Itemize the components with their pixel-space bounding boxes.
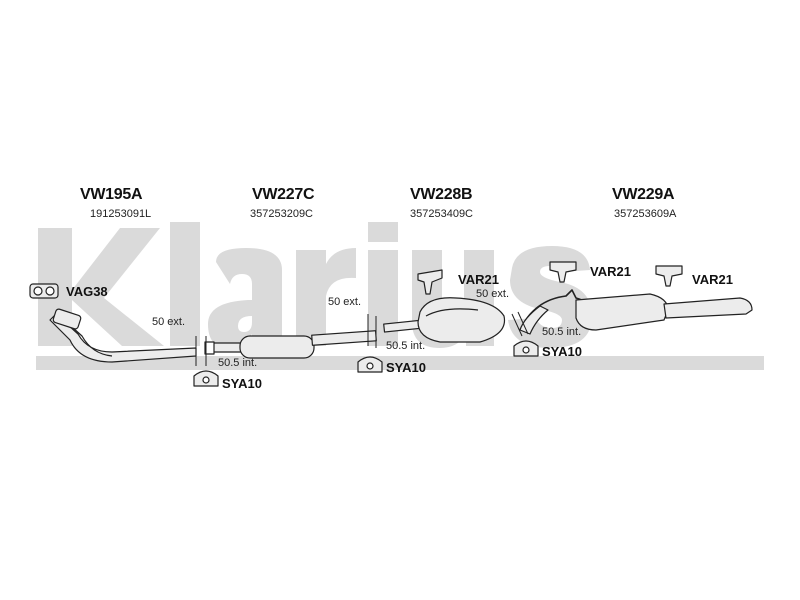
- dimension-int-1: 50.5 int.: [218, 357, 258, 369]
- hanger-var21-1: [417, 269, 443, 295]
- dimension-ext-3: 50 ext.: [476, 288, 510, 300]
- section-code-2: VW227C: [252, 186, 315, 203]
- section-number-2: 357253209C: [250, 208, 314, 220]
- gasket-vag38: [29, 283, 59, 299]
- clamp-sya10-2: [357, 356, 383, 373]
- part-label-var21-2: VAR21: [590, 264, 631, 279]
- dimension-ext-2: 50 ext.: [328, 296, 362, 308]
- section-code-4: VW229A: [612, 186, 675, 203]
- front-pipe: [49, 308, 197, 363]
- clamp-sya10-1: [193, 370, 219, 387]
- section-number-3: 357253409C: [410, 208, 474, 220]
- middle-pipe-1: [204, 330, 377, 359]
- part-label-sya10-3: SYA10: [542, 344, 582, 359]
- dimension-int-3: 50.5 int.: [542, 326, 582, 338]
- rear-silencer: [519, 289, 753, 335]
- dimension-int-2: 50.5 int.: [386, 340, 426, 352]
- part-label-var21-1: VAR21: [458, 272, 499, 287]
- part-label-var21-3: VAR21: [692, 272, 733, 287]
- part-label-sya10-2: SYA10: [386, 360, 426, 375]
- hanger-var21-3: [655, 265, 683, 287]
- part-label-vag38: VAG38: [66, 284, 108, 299]
- hanger-var21-2: [549, 261, 577, 283]
- clamp-sya10-3: [513, 340, 539, 357]
- part-label-sya10-1: SYA10: [222, 376, 262, 391]
- dimension-ext-1: 50 ext.: [152, 316, 186, 328]
- section-number-4: 357253609A: [614, 208, 677, 220]
- section-code-1: VW195A: [80, 186, 143, 203]
- section-code-3: VW228B: [410, 186, 473, 203]
- joint-marks: [195, 311, 529, 366]
- section-number-1: 191253091L: [90, 208, 152, 220]
- middle-silencer: [383, 297, 506, 343]
